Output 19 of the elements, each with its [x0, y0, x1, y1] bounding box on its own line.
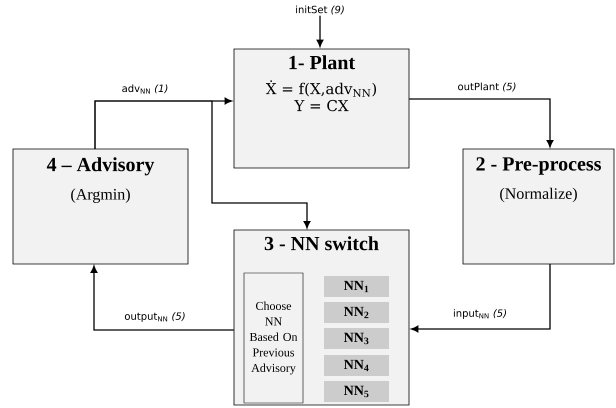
- edge-label: input$_{NN}$ (5): [452, 308, 508, 320]
- arrow: [94, 100, 310, 228]
- network-box: NN$_{5}$: [324, 381, 389, 402]
- signal-label: initSet (9): [296, 6, 344, 14]
- arrow: [316, 16, 324, 47]
- edge-label: outPlant (5): [456, 82, 518, 92]
- arrow: [411, 264, 551, 332]
- description-box: Choose NN Based On Previous Advisory: [244, 272, 304, 404]
- process-box: 2 - Pre-process (Normalize): [462, 148, 614, 264]
- network-box: NN$_{4}$: [324, 355, 389, 376]
- edge-label: adv$_{NN}$ (1): [120, 83, 170, 95]
- network-box: NN$_{2}$: [324, 302, 389, 323]
- network-box: NN$_{3}$: [324, 328, 389, 349]
- arrow: [409, 98, 554, 148]
- network-box: NN$_{1}$: [324, 276, 389, 297]
- edge-label: output$_{NN}$ (5): [123, 311, 187, 323]
- process-box: 4 – Advisory (Argmin): [12, 148, 188, 264]
- process-box: 1- Plant Ẋ = f(X,adv$_{NN}$) Y = CX: [234, 48, 410, 168]
- arrow: [90, 266, 234, 331]
